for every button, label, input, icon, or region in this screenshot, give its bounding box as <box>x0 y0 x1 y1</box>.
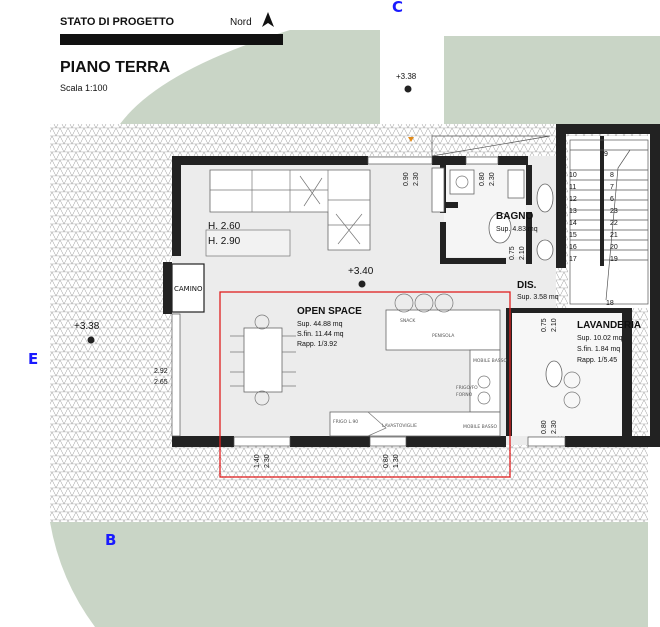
stair-number: 15 <box>569 232 577 239</box>
room-bagno: BAGNO Sup. 4.83 mq <box>496 211 538 233</box>
opening-dim: 2.30 <box>489 172 496 186</box>
stair-number: 17 <box>569 256 577 263</box>
room-sfin: S.fin. 11.44 mq <box>297 331 344 338</box>
room-sup: Sup. 10.02 mq <box>577 335 623 342</box>
kitchen-labels: SNACK PENISOLA MOBILE BASSO FRIGO/FO FOR… <box>333 318 507 430</box>
highlight-box <box>219 291 511 478</box>
stair-number: 18 <box>606 300 614 307</box>
bathroom-fixtures <box>449 169 554 261</box>
fireplace <box>171 263 205 313</box>
kitchen-label: FRIGO/FO <box>456 385 478 391</box>
garden-top-area <box>120 30 380 124</box>
room-lavanderia: LAVANDERIA Sup. 10.02 mq S.fin. 1.84 mq … <box>577 320 641 364</box>
walls <box>163 124 660 447</box>
section-marker-left: E <box>28 350 38 368</box>
level-marker-icons <box>87 85 412 344</box>
room-name: DIS. <box>517 280 537 291</box>
opening-dim: 2.10 <box>551 318 558 332</box>
room-name: LAVANDERIA <box>577 320 641 331</box>
status-label: STATO DI PROGETTO <box>60 16 175 28</box>
room-sup: Sup. 4.83 mq <box>496 226 538 233</box>
stair-area <box>568 136 650 308</box>
room-name: OPEN SPACE <box>297 306 362 317</box>
laundry-fixtures <box>545 360 581 409</box>
opening-dim: 0.90 <box>403 172 410 186</box>
stair-number: 6 <box>610 196 614 203</box>
kitchen-label: FRIGO L.90 <box>333 419 358 425</box>
kitchen-label: SNACK <box>400 318 416 324</box>
level-interior: +3.40 <box>348 266 374 277</box>
dining-table <box>230 314 296 406</box>
garden-bottom-area <box>50 522 648 627</box>
sofa <box>205 167 445 257</box>
height-label-1: H. 2.60 <box>208 221 241 232</box>
section-marker-bottom: B <box>105 531 116 549</box>
section-marker-top: C <box>392 0 403 16</box>
stair-number: 9 <box>604 151 608 158</box>
stair-number: 22 <box>610 220 618 227</box>
room-open-space: OPEN SPACE Sup. 44.88 mq S.fin. 11.44 mq… <box>297 306 362 348</box>
stair-number: 13 <box>569 208 577 215</box>
opening-dim: 0.80 <box>541 420 548 434</box>
entry-door-swing <box>431 135 551 157</box>
kitchen-label: MOBILE BASSO <box>463 424 497 430</box>
entry-marker <box>408 137 414 142</box>
north-label: Nord <box>230 17 252 28</box>
opening-dim: 2.30 <box>413 172 420 186</box>
stair-number: 20 <box>610 244 618 251</box>
opening-dim: 0.80 <box>479 172 486 186</box>
stair-number: 19 <box>610 256 618 263</box>
window-openings <box>171 156 566 447</box>
stair-number: 11 <box>569 184 576 191</box>
stair-number: 21 <box>610 232 618 239</box>
lavanderia-floor <box>512 308 622 436</box>
kitchen-label: MOBILE BASSO <box>473 358 507 364</box>
title-bar <box>60 34 283 45</box>
opening-dim: 1.40 <box>254 454 261 468</box>
height-label-2: H. 2.90 <box>208 236 241 247</box>
room-rapp: Rapp. 1/3.92 <box>297 341 337 348</box>
level-garden-left: +3.38 <box>74 321 100 332</box>
stair-number: 23 <box>610 208 618 215</box>
scale-label: Scala 1:100 <box>60 83 108 93</box>
level-garden-top: +3.38 <box>396 72 417 81</box>
opening-dim: 2.10 <box>519 246 526 260</box>
room-sup: Sup. 3.58 mq <box>517 294 559 301</box>
stair-number: 12 <box>569 196 577 203</box>
room-sfin: S.fin. 1.84 mq <box>577 346 620 353</box>
opening-dim: 0.75 <box>509 246 516 260</box>
stair-number: 16 <box>569 244 577 251</box>
opening-dim: 2.30 <box>264 454 271 468</box>
room-sup: Sup. 44.88 mq <box>297 321 343 328</box>
opening-dim: 0.80 <box>383 454 390 468</box>
kitchen-label: LAVASTOVIGLIE <box>382 423 417 429</box>
kitchen-counters <box>329 293 501 437</box>
stair-number: 14 <box>569 220 577 227</box>
stair-number: 7 <box>610 184 614 191</box>
opening-dim: 0.75 <box>541 318 548 332</box>
north-arrow-icon <box>262 12 274 27</box>
camino-label: CAMINO <box>174 285 203 293</box>
stair-number: 8 <box>610 172 614 179</box>
kitchen-label: PENISOLA <box>432 333 455 339</box>
stair-numbers: 9 10 11 12 13 14 15 16 17 8 7 6 23 22 21… <box>569 151 618 307</box>
garden-top-right-area <box>444 36 660 124</box>
stair-treads <box>569 139 649 305</box>
opening-dimensions: 0.90 2.30 0.80 2.30 0.75 2.10 0.75 2.10 … <box>154 172 558 468</box>
room-dis: DIS. Sup. 3.58 mq <box>517 280 559 301</box>
opening-dim: 2.92 <box>154 368 168 375</box>
stair-number: 10 <box>569 172 577 179</box>
opening-dim: 1.30 <box>393 454 400 468</box>
kitchen-label: FORNO <box>456 392 473 398</box>
room-name: BAGNO <box>496 211 533 222</box>
plan-title: PIANO TERRA <box>60 59 171 76</box>
opening-dim: 2.30 <box>551 420 558 434</box>
room-rapp: Rapp. 1/5.45 <box>577 357 617 364</box>
opening-dim: 2.65 <box>154 379 168 386</box>
